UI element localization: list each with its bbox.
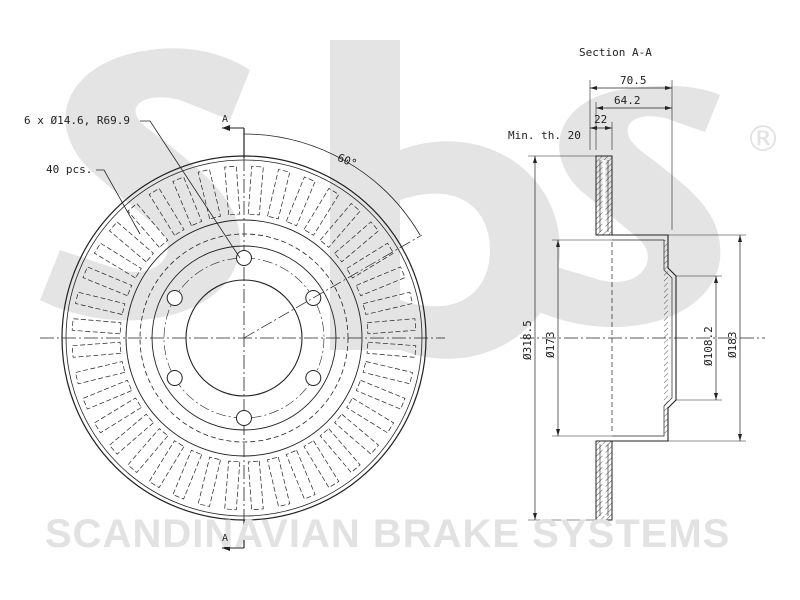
- bolt-hole: [236, 250, 252, 266]
- ventilation-vanes: [71, 165, 417, 511]
- bolt-callout-leader: [140, 120, 241, 259]
- dim-outer-diameter-label: Ø318.5: [521, 320, 534, 360]
- hat-outer-dashed: [139, 233, 349, 443]
- registered-mark: ®: [745, 119, 781, 160]
- vent-callout-label: 40 pcs.: [46, 163, 93, 176]
- vent-vane: [285, 176, 316, 227]
- vent-vane: [75, 291, 126, 315]
- vent-callout-leader: [96, 169, 141, 235]
- vent-vane: [303, 440, 340, 489]
- vent-vane: [127, 203, 169, 248]
- angle-arc: [243, 133, 421, 236]
- bolt-hole: [305, 370, 322, 386]
- vent-vane: [71, 318, 122, 335]
- dim-total-height-label: 70.5: [620, 74, 647, 87]
- vent-vane: [82, 266, 133, 297]
- vent-vane: [172, 449, 203, 500]
- vent-vane: [148, 187, 185, 236]
- vent-vane: [93, 397, 142, 434]
- vent-vane: [346, 397, 395, 434]
- bolt-hole: [166, 290, 183, 306]
- front-view: [40, 120, 445, 551]
- dim-hat-outer-diameter-label: Ø183: [726, 331, 739, 359]
- brand-watermark-logo: [40, 40, 721, 359]
- vent-vane: [71, 341, 122, 358]
- vent-vane: [148, 440, 185, 489]
- vent-vane: [355, 379, 406, 410]
- vent-vane: [366, 341, 417, 358]
- vent-vane: [224, 460, 241, 511]
- vent-vane: [109, 413, 154, 455]
- vent-vane: [93, 242, 142, 279]
- vent-vane: [247, 165, 264, 216]
- friction-inner-edge: [125, 219, 363, 457]
- section-title: Section A-A: [579, 46, 652, 59]
- vent-vane: [362, 361, 413, 385]
- dim-disc-thickness-label: 22: [594, 113, 608, 126]
- vent-vane: [224, 165, 241, 216]
- vent-vane: [172, 176, 203, 227]
- vent-vane: [109, 221, 154, 263]
- vent-vane: [355, 266, 406, 297]
- vent-vane: [127, 428, 169, 473]
- vent-vane: [267, 456, 291, 507]
- section-marker-top: A: [222, 114, 229, 125]
- vent-vane: [303, 187, 340, 236]
- vent-vane: [319, 203, 361, 248]
- bolt-hole: [236, 410, 252, 426]
- vent-vane: [82, 379, 133, 410]
- vent-vane: [319, 428, 361, 473]
- bolt-hole: [166, 370, 183, 386]
- bolt-pitch-circle: [163, 257, 325, 419]
- center-bore: [185, 279, 303, 397]
- dim-hat-diameter-label: Ø173: [544, 331, 557, 359]
- vent-vane: [247, 460, 264, 511]
- vent-vane: [334, 221, 379, 263]
- bolt-callout-label: 6 x Ø14.6, R69.9: [24, 114, 130, 127]
- dim-bore-diameter-label: Ø108.2: [702, 326, 715, 366]
- disc-outer-edge-inner: [65, 159, 423, 517]
- vent-vane: [285, 449, 316, 500]
- section-view: [520, 80, 765, 521]
- vent-vane: [267, 169, 291, 220]
- hat-step-circle: [151, 245, 337, 431]
- vent-vane: [197, 456, 221, 507]
- angle-ray: [243, 234, 423, 339]
- dim-hat-height-label: 64.2: [614, 94, 641, 107]
- vent-vane: [366, 318, 417, 335]
- section-marker-bottom: A: [222, 533, 229, 544]
- vent-vane: [346, 242, 395, 279]
- brand-name-watermark: SCANDINAVIAN BRAKE SYSTEMS: [45, 512, 731, 556]
- vent-vane: [75, 361, 126, 385]
- vent-vane: [362, 291, 413, 315]
- vent-vane: [197, 169, 221, 220]
- vent-vane: [334, 413, 379, 455]
- min-thickness-label: Min. th. 20: [508, 129, 581, 142]
